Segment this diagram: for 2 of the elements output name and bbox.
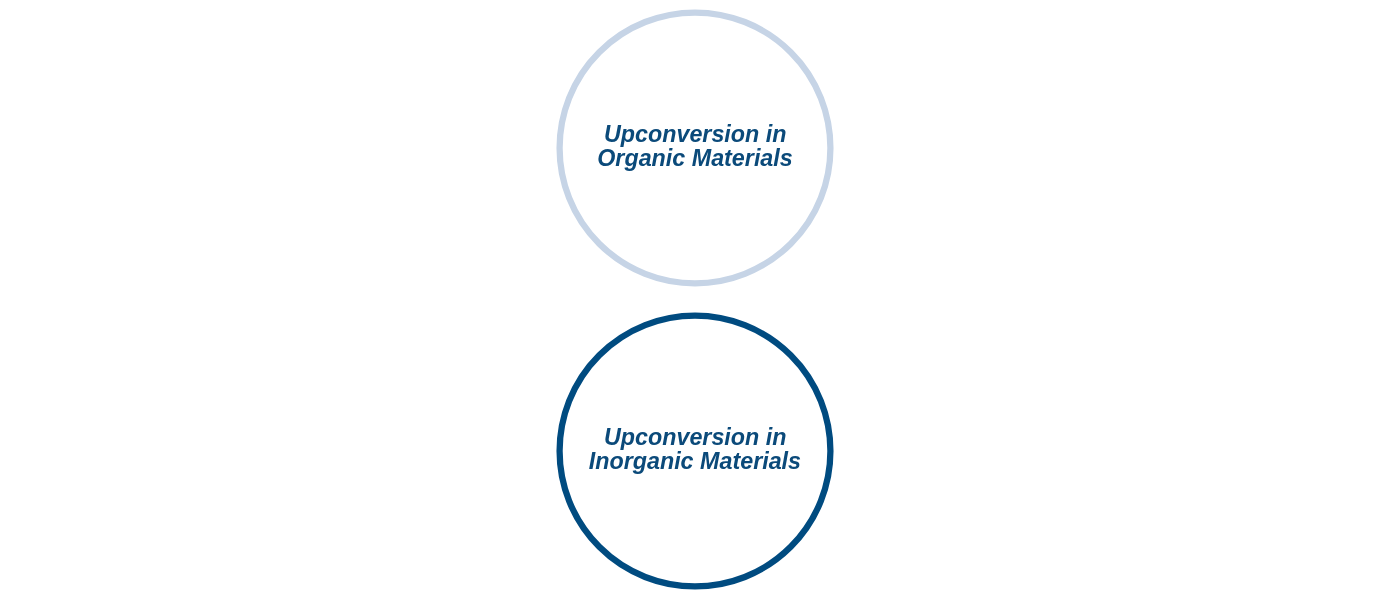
- node-circle: Upconversion in Organic Materials: [555, 9, 834, 287]
- node-circle: Upconversion in Inorganic Materials: [555, 312, 834, 590]
